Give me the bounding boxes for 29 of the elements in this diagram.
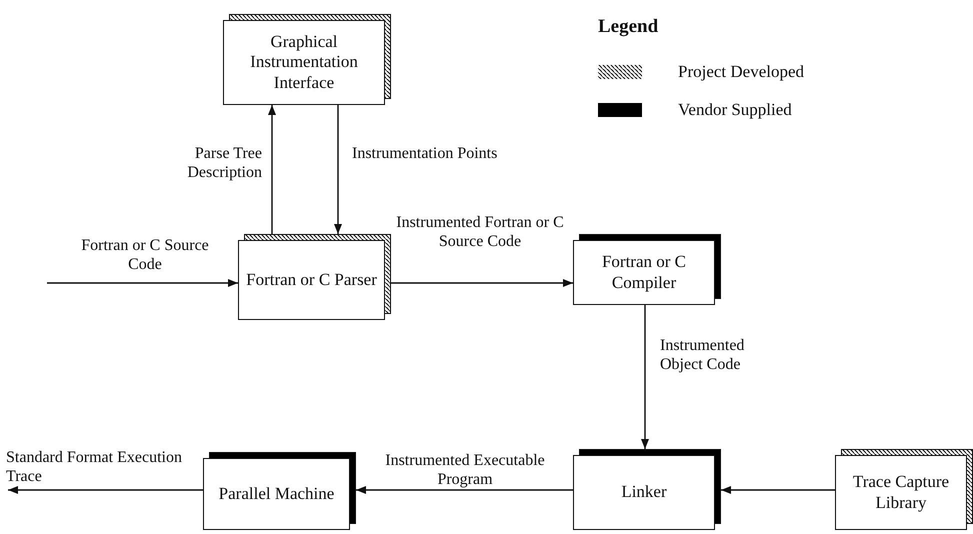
- box-label: Trace Capture Library: [852, 472, 950, 513]
- legend-heading: Legend: [598, 16, 658, 38]
- box-label: Graphical Instrumentation Interface: [249, 32, 359, 94]
- arrow: [47, 279, 238, 287]
- arrow: [268, 105, 276, 234]
- edge-label: Instrumentation Points: [352, 144, 498, 164]
- edge-label: Standard Format Execution Trace: [6, 448, 183, 486]
- process-box: [573, 240, 715, 305]
- box-label: Parallel Machine: [218, 484, 334, 504]
- arrow: [8, 486, 203, 494]
- arrow: [641, 305, 649, 449]
- arrow: [721, 486, 835, 494]
- edge-label: Instrumented Object Code: [660, 336, 746, 374]
- process-box: [238, 240, 385, 320]
- box-label: Fortran or C Compiler: [600, 252, 688, 293]
- edge-label: Parse Tree Description: [186, 144, 262, 182]
- edge-label: Instrumented Fortran or C Source Code: [395, 213, 565, 252]
- edge-label: Instrumented Executable Program: [384, 451, 546, 490]
- arrow: [334, 105, 342, 234]
- legend-label: Vendor Supplied: [678, 100, 792, 120]
- process-box: [835, 455, 967, 530]
- process-box: [203, 458, 350, 530]
- box-label: Fortran or C Parser: [246, 270, 377, 290]
- edge-label: Fortran or C Source Code: [80, 236, 210, 274]
- process-box: [573, 455, 715, 530]
- legend-label: Project Developed: [678, 62, 804, 82]
- box-label: Linker: [621, 482, 667, 503]
- arrow: [356, 486, 573, 494]
- process-box: [223, 20, 385, 105]
